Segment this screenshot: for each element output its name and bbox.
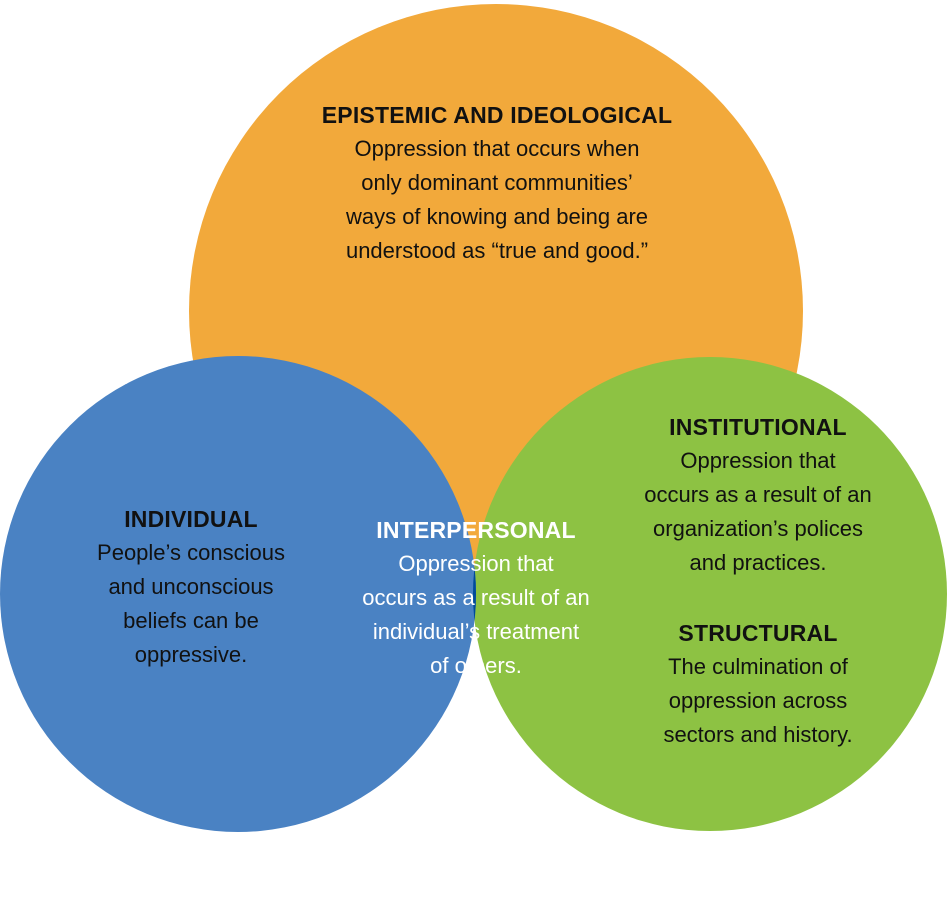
structural-heading: STRUCTURAL: [678, 620, 838, 646]
structural-line-1: The culmination of: [668, 654, 848, 679]
structural-label: STRUCTURAL The culmination of oppression…: [623, 616, 893, 752]
epistemic-line-2: only dominant communities’: [361, 170, 633, 195]
individual-line-3: beliefs can be: [123, 608, 259, 633]
institutional-label: INSTITUTIONAL Oppression that occurs as …: [618, 410, 898, 580]
institutional-line-2: occurs as a result of an: [644, 482, 872, 507]
individual-label: INDIVIDUAL People’s conscious and uncons…: [66, 502, 316, 672]
epistemic-line-4: understood as “true and good.”: [345, 238, 649, 263]
interpersonal-heading: INTERPERSONAL: [376, 517, 576, 543]
individual-circle: [0, 356, 476, 832]
interpersonal-line-2: occurs as a result of an: [362, 585, 590, 610]
structural-line-2: oppression across: [668, 688, 848, 713]
structural-line-3: sectors and history.: [663, 722, 853, 747]
epistemic-label: EPISTEMIC AND IDEOLOGICAL Oppression tha…: [247, 98, 747, 268]
institutional-line-3: organization’s polices: [653, 516, 863, 541]
individual-heading: INDIVIDUAL: [124, 506, 258, 532]
individual-line-2: and unconscious: [108, 574, 274, 599]
individual-line-4: oppressive.: [134, 642, 248, 667]
institutional-circle: [473, 357, 947, 831]
individual-line-1: People’s conscious: [97, 540, 285, 565]
epistemic-heading: EPISTEMIC AND IDEOLOGICAL: [321, 102, 673, 128]
interpersonal-line-4: of others.: [430, 653, 522, 678]
interpersonal-label: INTERPERSONAL Oppression that occurs as …: [336, 513, 616, 683]
institutional-line-4: and practices.: [689, 550, 827, 575]
interpersonal-line-3: individual’s treatment: [372, 619, 580, 644]
institutional-line-1: Oppression that: [680, 448, 836, 473]
epistemic-line-1: Oppression that occurs when: [354, 136, 640, 161]
epistemic-line-3: ways of knowing and being are: [345, 204, 649, 229]
interpersonal-line-1: Oppression that: [398, 551, 554, 576]
institutional-heading: INSTITUTIONAL: [669, 414, 847, 440]
